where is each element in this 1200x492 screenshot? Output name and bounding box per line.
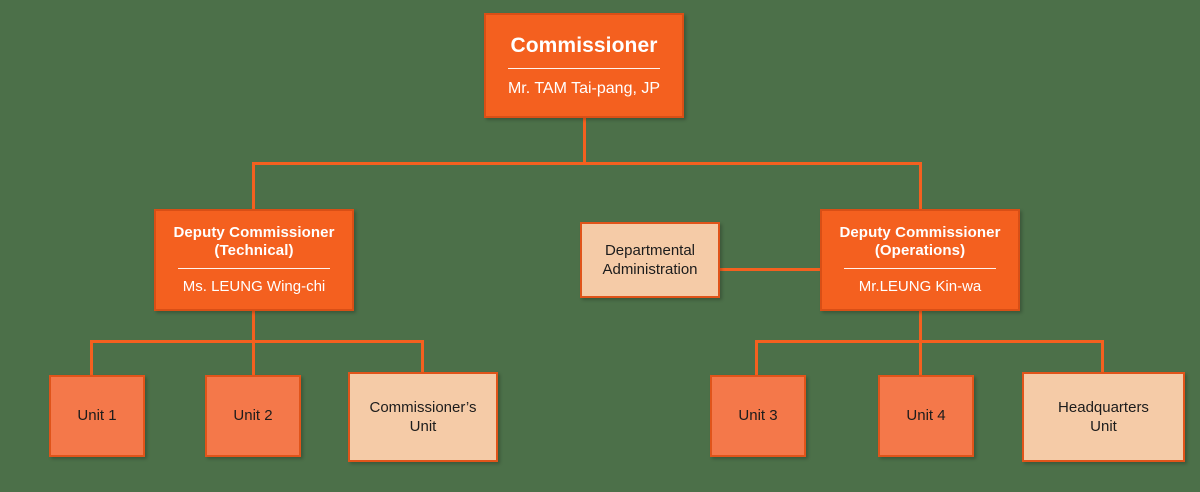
deputy-operations-name: Mr.LEUNG Kin-wa <box>858 278 982 296</box>
deputy-operations-title-line2: (Operations) <box>874 241 966 259</box>
commissioners-unit-line2: Unit <box>409 418 437 435</box>
unit-1-label: Unit 1 <box>77 407 117 425</box>
headquarters-unit-line2: Unit <box>1090 418 1117 435</box>
unit-4-label: Unit 4 <box>906 407 946 425</box>
node-unit-3[interactable]: Unit 3 <box>710 375 806 457</box>
unit-2-label: Unit 2 <box>233 407 273 425</box>
deputy-technical-title-line2: (Technical) <box>214 241 294 259</box>
connector-deputy-technical-down <box>252 162 255 211</box>
connector-headquarters-unit-down <box>1101 340 1104 374</box>
node-unit-1[interactable]: Unit 1 <box>49 375 145 457</box>
commissioners-unit-line1: Commissioner’s <box>369 398 477 416</box>
connector-operations-bus <box>755 340 1104 343</box>
deputy-operations-title-line1: Deputy Commissioner <box>839 223 1001 241</box>
connector-commissioner-down <box>583 118 586 164</box>
headquarters-unit-line1: Headquarters <box>1058 398 1149 416</box>
departmental-administration-line2: Administration <box>602 261 698 278</box>
connector-deputy-operations-down <box>919 162 922 211</box>
connector-commissioners-unit-down <box>421 340 424 374</box>
connector-unit-3-down <box>755 340 758 377</box>
deputy-operations-divider <box>843 268 997 270</box>
deputy-technical-name: Ms. LEUNG Wing-chi <box>182 278 326 296</box>
node-commissioner[interactable]: Commissioner Mr. TAM Tai-pang, JP <box>484 13 684 118</box>
commissioner-name: Mr. TAM Tai-pang, JP <box>507 79 661 97</box>
commissioner-divider <box>507 67 661 69</box>
node-headquarters-unit[interactable]: Headquarters Unit <box>1022 372 1185 462</box>
deputy-technical-divider <box>177 268 331 270</box>
connector-unit-4-down <box>919 340 922 377</box>
deputy-technical-title-line1: Deputy Commissioner <box>173 223 335 241</box>
connector-deputy-bus <box>252 162 922 165</box>
departmental-administration-line1: Departmental <box>604 241 696 259</box>
connector-unit-1-down <box>90 340 93 377</box>
connector-technical-stem <box>252 311 255 343</box>
node-departmental-administration[interactable]: Departmental Administration <box>580 222 720 298</box>
node-commissioners-unit[interactable]: Commissioner’s Unit <box>348 372 498 462</box>
connector-departmental-administration <box>719 268 822 271</box>
unit-3-label: Unit 3 <box>738 407 778 425</box>
connector-technical-bus <box>90 340 424 343</box>
node-unit-4[interactable]: Unit 4 <box>878 375 974 457</box>
connector-unit-2-down <box>252 340 255 377</box>
node-unit-2[interactable]: Unit 2 <box>205 375 301 457</box>
node-deputy-commissioner-technical[interactable]: Deputy Commissioner (Technical) Ms. LEUN… <box>154 209 354 311</box>
connector-operations-stem <box>919 311 922 343</box>
commissioner-title: Commissioner <box>510 33 658 57</box>
node-deputy-commissioner-operations[interactable]: Deputy Commissioner (Operations) Mr.LEUN… <box>820 209 1020 311</box>
